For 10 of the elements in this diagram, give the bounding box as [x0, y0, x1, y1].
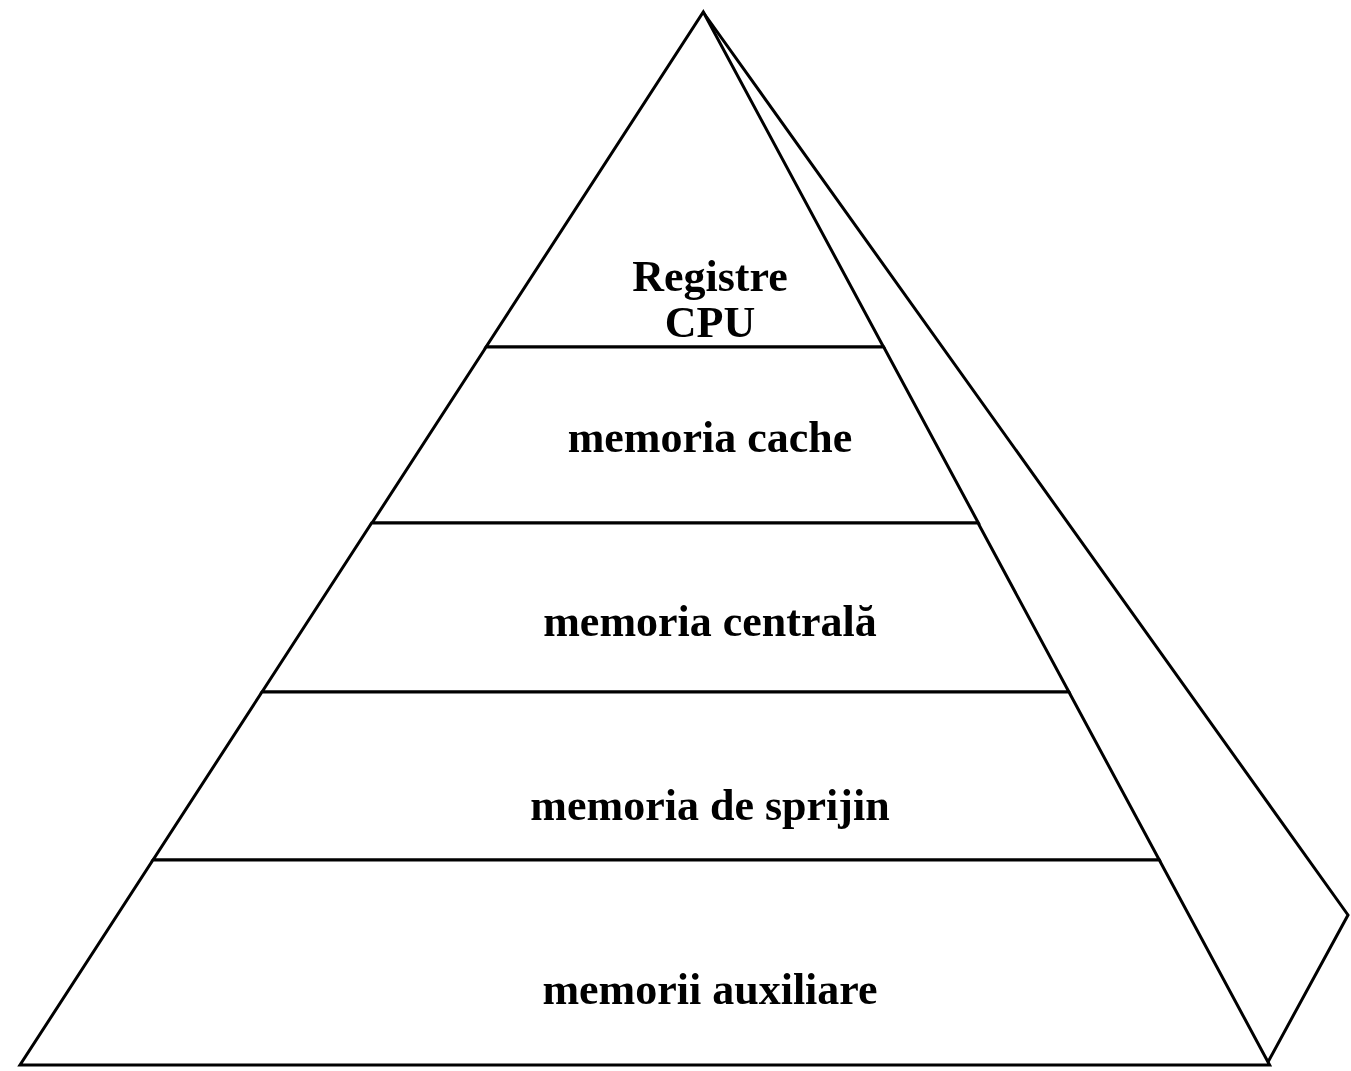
level-label: memoria de sprijin [530, 783, 890, 829]
level-label: Registre CPU [631, 254, 789, 346]
pyramid-level [261, 523, 1069, 692]
pyramid-level [152, 692, 1160, 860]
level-label: memoria centrală [543, 599, 877, 645]
level-label: memoria cache [567, 415, 853, 461]
pyramid-level [20, 860, 1270, 1065]
pyramid-apex-level [485, 12, 884, 347]
pyramid-level [371, 347, 978, 523]
level-label: memorii auxiliare [542, 967, 878, 1013]
